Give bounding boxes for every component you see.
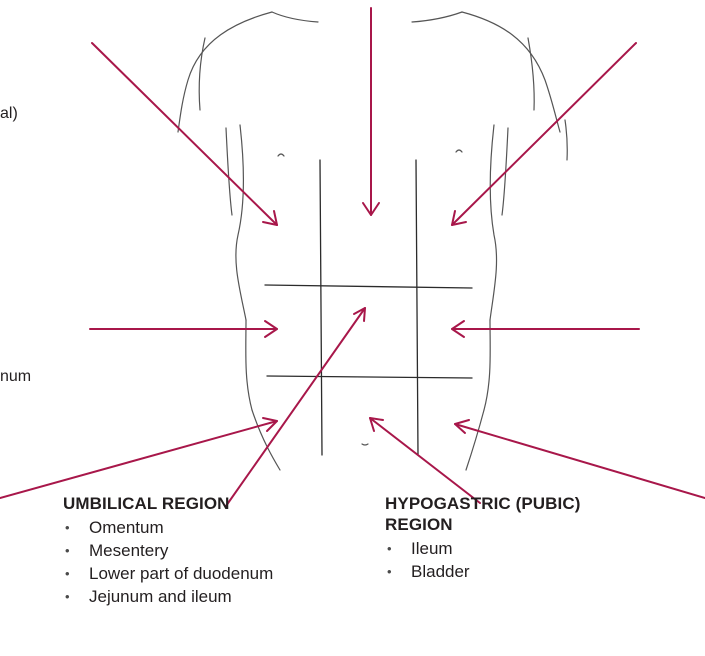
list-item: Mesentery xyxy=(63,539,273,562)
hypogastric-region-block: HYPOGASTRIC (PUBIC) REGION Ileum Bladder xyxy=(385,493,581,583)
grid-vertical-right xyxy=(416,160,418,455)
umbilical-region-title: UMBILICAL REGION xyxy=(63,493,273,514)
region-grid xyxy=(265,160,472,455)
grid-vertical-left xyxy=(320,160,322,455)
torso-outline xyxy=(178,12,567,470)
hypogastric-region-list: Ileum Bladder xyxy=(385,537,581,583)
umbilical-region-block: UMBILICAL REGION Omentum Mesentery Lower… xyxy=(63,493,273,608)
arrow-right-hypochondriac xyxy=(92,43,277,225)
list-item: Ileum xyxy=(385,537,581,560)
list-item: Lower part of duodenum xyxy=(63,562,273,585)
list-item: Jejunum and ileum xyxy=(63,585,273,608)
hypogastric-region-title: HYPOGASTRIC (PUBIC) REGION xyxy=(385,493,581,535)
umbilical-region-list: Omentum Mesentery Lower part of duodenum… xyxy=(63,516,273,608)
arrow-right-iliac xyxy=(0,421,277,498)
grid-horizontal-upper xyxy=(265,285,472,288)
arrow-left-hypochondriac xyxy=(452,43,636,225)
grid-horizontal-lower xyxy=(267,376,472,378)
list-item: Bladder xyxy=(385,560,581,583)
hypogastric-title-line2: REGION xyxy=(385,515,453,534)
list-item: Omentum xyxy=(63,516,273,539)
arrow-umbilical xyxy=(226,308,365,506)
arrow-left-iliac xyxy=(455,424,705,498)
left-upper-text-fragment: al) xyxy=(0,104,18,124)
left-middle-text-fragment: num xyxy=(0,367,31,387)
hypogastric-title-line1: HYPOGASTRIC (PUBIC) xyxy=(385,494,581,513)
pointer-arrows xyxy=(0,8,705,506)
